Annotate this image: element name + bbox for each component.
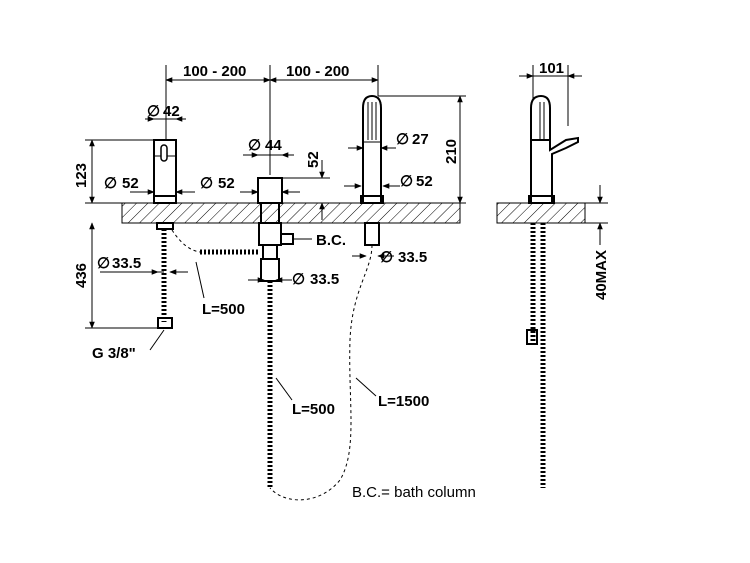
shower-pipe-diameter-symbol: ∅ [380,249,393,266]
valve-diameter-symbol: ∅ [248,137,261,154]
thread-label: G 3/8" [92,345,136,362]
span-right-label: 100 - 200 [286,63,349,80]
shower-diameter-symbol: ∅ [396,131,409,148]
span-left-label: 100 - 200 [183,63,246,80]
valve-diameter-label: 44 [265,137,282,154]
shower-diameter-label: 27 [412,131,429,148]
spout-diameter-label: 42 [163,103,180,120]
deck-max-label: 40MAX [593,250,610,300]
hose-l500-b-label: L=500 [292,401,335,418]
shower-pipe-diameter-label: 33.5 [398,249,427,266]
side-view [519,65,608,488]
side-width-label: 101 [539,60,564,77]
hand-shower [360,94,384,246]
valve-base-diameter-label: 52 [218,175,235,192]
shower-base-diameter-symbol: ∅ [400,173,413,190]
shower-height-label: 210 [443,139,460,164]
hose-l1500-label: L=1500 [378,393,429,410]
spout-height-label: 123 [73,163,90,188]
spout-pipe-diameter-symbol: ∅ [97,255,110,272]
span-dimension [165,65,379,175]
spout-pipe-diameter-label: 33.5 [112,255,141,272]
hose-l500-a-label: L=500 [202,301,245,318]
below-deck-length-label: 436 [73,263,90,288]
spout-base-diameter-label: 52 [122,175,139,192]
deck-slab-front [121,202,461,224]
shower-base-diameter-label: 52 [416,173,433,190]
valve-base-diameter-symbol: ∅ [200,175,213,192]
spout-base-diameter-symbol: ∅ [104,175,117,192]
valve-height-label: 52 [305,151,322,168]
valve-pipe-diameter-symbol: ∅ [292,271,305,288]
valve [200,177,294,488]
bc-label: B.C. [316,232,346,249]
spout-diameter-symbol: ∅ [147,103,160,120]
spout [153,139,177,329]
legend-text: B.C.= bath column [352,484,476,501]
deck-slab-side [496,202,586,224]
valve-pipe-diameter-label: 33.5 [310,271,339,288]
